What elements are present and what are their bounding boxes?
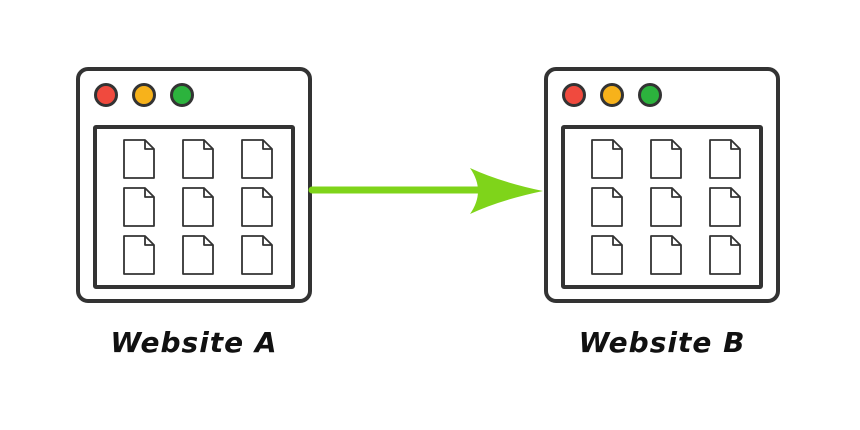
website-b-content-pane [561,125,763,289]
file-icon [648,187,682,227]
file-icon [239,235,273,275]
file-icon [648,139,682,179]
file-icon [589,187,623,227]
file-icon [239,187,273,227]
arrow-head [470,168,543,214]
file-icon [180,187,214,227]
website-b-label: Website B [578,326,746,359]
file-icon [648,235,682,275]
website-a-content-pane [93,125,295,289]
red-dot-icon [562,83,586,107]
file-icon [707,235,741,275]
file-icon [589,139,623,179]
file-icon [589,235,623,275]
red-dot-icon [94,83,118,107]
file-icon [239,139,273,179]
website-b-window [544,67,780,303]
file-icon [121,235,155,275]
yellow-dot-icon [600,83,624,107]
file-icon [121,139,155,179]
file-icon [180,235,214,275]
file-icon [707,187,741,227]
website-a-label: Website A [110,326,278,359]
yellow-dot-icon [132,83,156,107]
green-dot-icon [638,83,662,107]
file-icon [180,139,214,179]
green-dot-icon [170,83,194,107]
file-icon [707,139,741,179]
file-icon [121,187,155,227]
website-a-window [76,67,312,303]
